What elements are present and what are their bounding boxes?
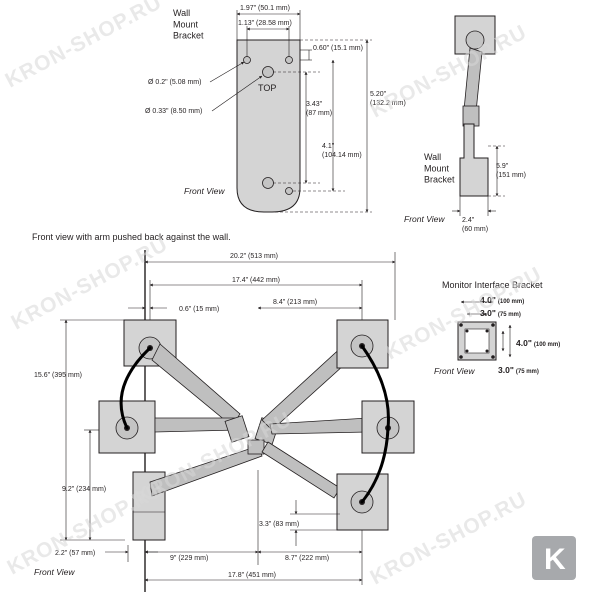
mid-height-label: 9.2" (234 mm) [62,486,106,493]
vesa-inner-height-value: 3.0" [498,365,514,375]
arm-front-view-diagram: Front view with arm pushed back against … [32,232,415,592]
arm-upper-left [151,343,241,427]
svg-text:4.0"(100 mm): 4.0"(100 mm) [516,338,560,348]
lift-label: 3.3" (83 mm) [259,521,299,528]
large-hole-icon [262,66,274,78]
vesa-outer-height-value: 4.0" [516,338,532,348]
vesa-inner-height-mm: (75 mm) [516,369,539,375]
small-hole-spacing-label: 4.1"(104.14 mm) [322,143,362,159]
watermark-text: KRON-SHOP.RU [367,488,531,590]
base-left-label: 2.2" (57 mm) [55,550,95,557]
height-label: 15.6" (395 mm) [34,372,82,379]
monitor-interface-diagram: Monitor Interface Bracket 4.0"(100 mm) 3… [434,280,560,376]
svg-text:3.0"(75 mm): 3.0"(75 mm) [480,308,521,318]
interface-title: Monitor Interface Bracket [442,280,543,290]
bottom-total-label: 17.8" (451 mm) [228,572,276,579]
vesa-outer-height-mm: (100 mm) [534,342,560,348]
svg-text:4.0"(100 mm): 4.0"(100 mm) [480,295,524,305]
badge-letter: K [544,543,566,576]
large-hole-icon [262,177,274,189]
wall-bracket-body [459,123,489,197]
elbow-joint-left [224,415,250,443]
arm-mid-right [269,417,369,435]
offset-right-label: 8.4" (213 mm) [273,299,317,306]
small-hole-label: Ø 0.2" (5.08 mm) [148,79,201,86]
bracket-width-label: 1.97" (50.1 mm) [240,5,290,12]
arm-caption: Front view with arm pushed back against … [32,232,231,242]
large-hole-label: Ø 0.33" (8.50 mm) [145,108,202,115]
bracket-height-label: 5.20"(132.2 mm) [370,91,406,107]
interface-plate [457,321,497,361]
large-hole-spacing-label: 3.43"(87 mm) [306,101,332,117]
svg-text:3.0"(75 mm): 3.0"(75 mm) [498,365,539,375]
small-hole-icon [243,56,251,64]
center-joint [247,439,265,455]
arm-lower-right [261,441,341,499]
kron-logo-badge: K [532,536,576,580]
pivot-icon [465,30,485,50]
side-view-label: Front View [404,214,445,224]
hole-spacing-label: 1.13" (28.58 mm) [238,20,292,27]
watermark-text: KRON-SHOP.RU [2,0,166,92]
arm-mid-left [154,417,239,433]
vesa-inner-width-mm: (75 mm) [498,312,521,318]
total-width-label: 20.2" (513 mm) [230,253,278,260]
watermark-text: KRON-SHOP.RU [8,233,172,335]
reach-width-label: 17.4" (442 mm) [232,277,280,284]
bracket-plate [236,39,301,213]
side-width-label: 2.4"(60 mm) [462,217,488,233]
offset-left-label: 0.6" (15 mm) [179,306,219,313]
small-hole-icon [285,187,293,195]
vesa-inner-width-value: 3.0" [480,308,496,318]
arm-link [463,47,483,113]
motion-arc-right [360,344,390,504]
bottom-right-label: 8.7" (222 mm) [285,555,329,562]
vesa-outer-width-value: 4.0" [480,295,496,305]
side-height-label: 5.9"(151 mm) [496,163,526,179]
interface-view-label: Front View [434,366,475,376]
arm-lower-left [149,445,263,497]
bottom-left-label: 9" (229 mm) [170,555,208,562]
watermark-text: KRON-SHOP.RU [367,21,531,123]
top-label: TOP [258,83,276,93]
arm-joint [462,105,480,127]
vesa-outer-width-mm: (100 mm) [498,299,524,305]
small-hole-icon [285,56,293,64]
bracket-front-view-label: Front View [184,186,225,196]
arm-front-view-label: Front View [34,567,75,577]
edge-offset-label: 0.60" (15.1 mm) [313,45,363,52]
motion-arc-left [119,346,152,430]
